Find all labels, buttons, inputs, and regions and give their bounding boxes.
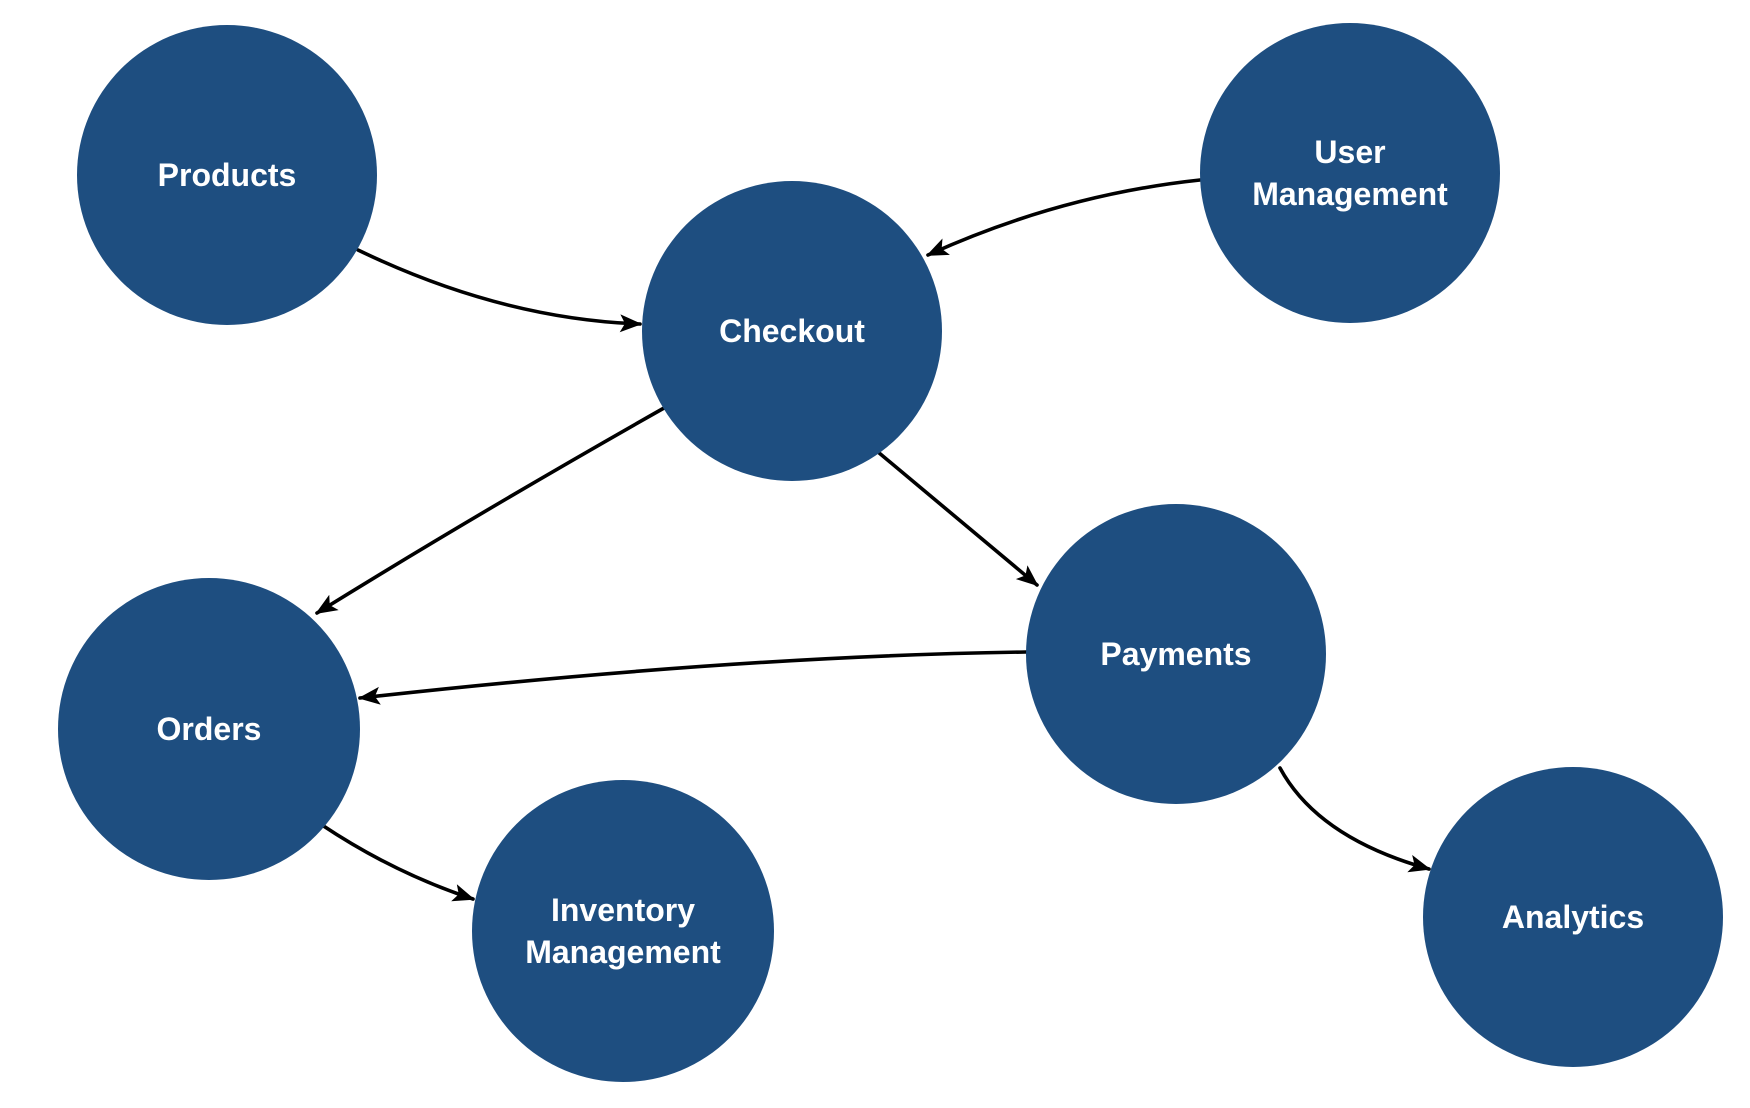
node-label-products: Products [158,157,297,193]
node-circle-inventory-management [472,780,774,1082]
edges-layer [315,178,1431,902]
edge-checkout-to-orders [315,406,666,615]
node-circle-orders [58,578,360,880]
node-circle-products [77,25,377,325]
node-circle-payments [1026,504,1326,804]
node-orders: Orders [58,578,360,880]
node-circle-checkout [642,181,942,481]
edge-products-to-checkout [356,248,642,333]
node-label-orders: Orders [157,711,262,747]
node-label-checkout: Checkout [719,313,865,349]
node-checkout: Checkout [642,181,942,481]
node-products: Products [77,25,377,325]
edge-payments-to-analytics [1278,766,1431,873]
node-label-payments: Payments [1100,636,1251,672]
edge-checkout-to-payments [876,450,1039,587]
node-payments: Payments [1026,504,1326,804]
edge-orders-to-inventory-management [320,823,475,902]
node-analytics: Analytics [1423,767,1723,1067]
node-label-analytics: Analytics [1502,899,1644,935]
edge-payments-to-orders [358,650,1028,705]
edge-user-management-to-checkout [926,178,1202,257]
node-circle-user-management [1200,23,1500,323]
node-circle-analytics [1423,767,1723,1067]
